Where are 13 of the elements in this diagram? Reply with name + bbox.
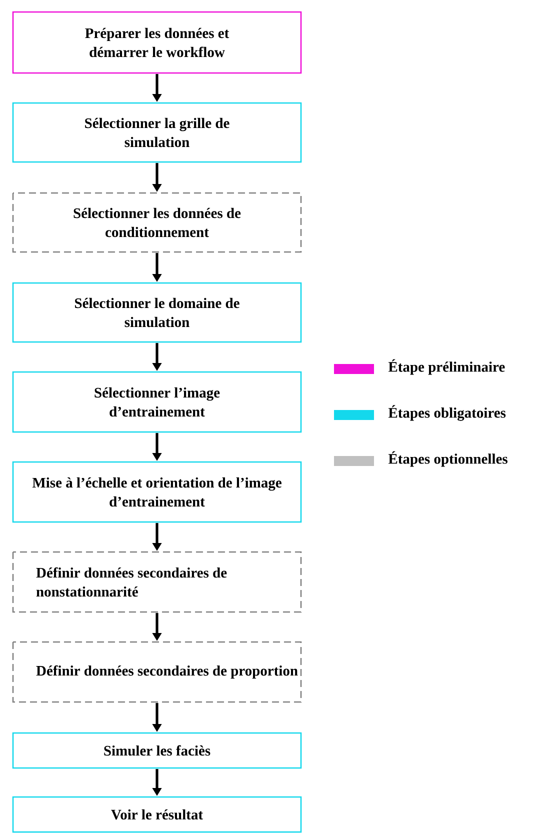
process-box: Sélectionner les données de conditionnement — [12, 192, 302, 253]
process-box: Simuler les faciès — [12, 732, 302, 769]
process-box: Sélectionner le domaine de simulation — [12, 282, 302, 343]
process-box: Sélectionner la grille de simulation — [12, 102, 302, 163]
legend-label: Étapes obligatoires — [388, 405, 506, 421]
process-box: Voir le résultat — [12, 796, 302, 833]
process-box: Préparer les données et démarrer le workflow — [12, 11, 302, 74]
process-box: Sélectionner l’image d’entrainement — [12, 371, 302, 433]
process-box: Définir données secondaires de proportion — [12, 641, 302, 703]
legend-label: Étapes optionnelles — [388, 451, 508, 467]
process-box: Mise à l’échelle et orientation de l’image d’entrainement — [12, 461, 302, 523]
process-box: Définir données secondaires de nonstationnarité — [12, 551, 302, 613]
legend-label: Étape préliminaire — [388, 359, 505, 375]
